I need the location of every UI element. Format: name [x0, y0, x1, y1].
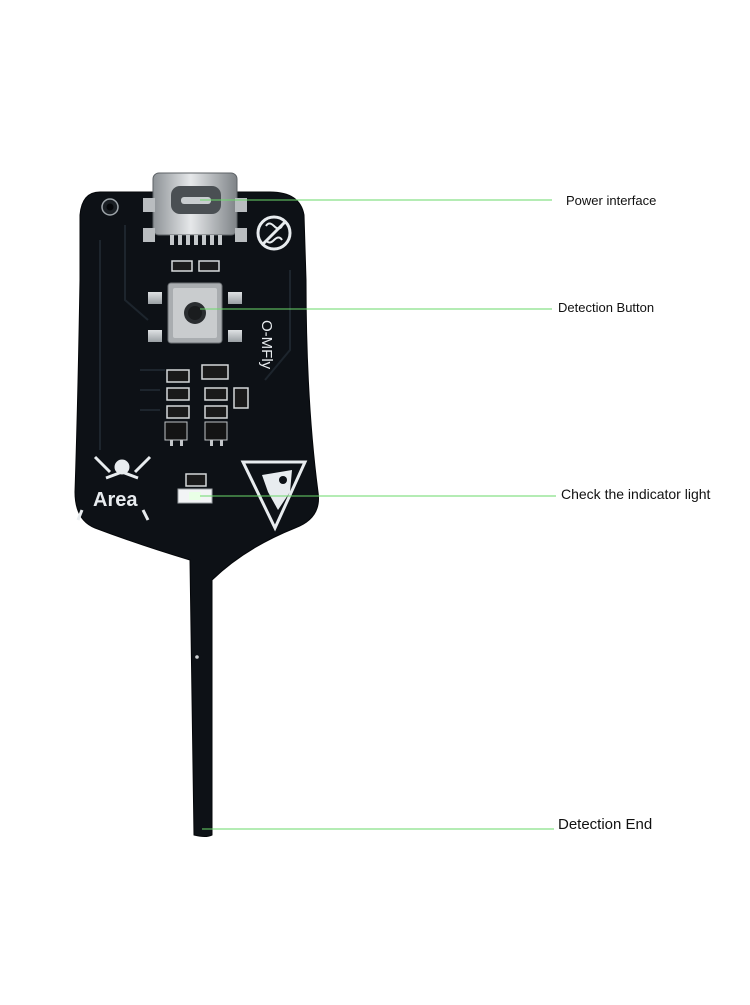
callout-indicator-light: Check the indicator light: [561, 486, 711, 502]
mounting-hole-center: [106, 203, 114, 211]
usb-c-pins: [170, 235, 222, 245]
smd-components: [164, 364, 249, 446]
usb-c-tongue: [181, 197, 211, 204]
brand-text: O-MFly: [258, 320, 275, 370]
usb-c-tab-left: [143, 198, 155, 212]
probe-marker: [195, 655, 199, 659]
pcb-board: [74, 191, 320, 837]
usb-c-tab-left-low: [143, 228, 155, 242]
no-drone-symbol: [256, 215, 292, 251]
detection-button: [148, 282, 242, 344]
warning-drone-icon: [240, 460, 308, 532]
usb-c-tab-right-low: [235, 228, 247, 242]
resistor-r2: [198, 260, 220, 272]
area-icon: [76, 455, 152, 521]
callout-detection-end: Detection End: [558, 816, 653, 833]
indicator-led: [177, 473, 213, 504]
leader-lines: [200, 199, 556, 830]
area-label: Area: [93, 489, 138, 511]
callout-power-interface: Power interface: [566, 193, 657, 208]
resistor-r1: [171, 260, 193, 272]
pcb-traces: [99, 225, 291, 450]
usb-c-tab-right: [235, 198, 247, 212]
callout-detection-button: Detection Button: [558, 300, 655, 315]
